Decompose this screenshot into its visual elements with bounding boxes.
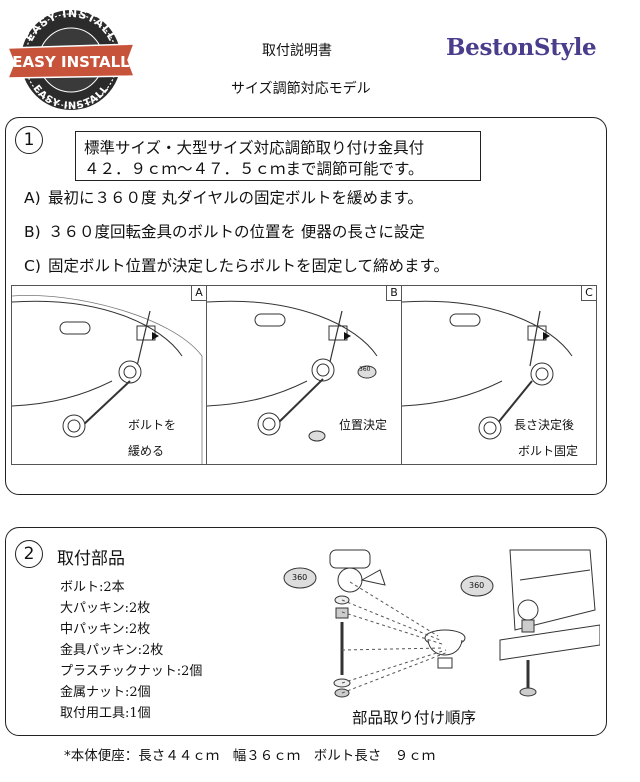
parts-list-item: 大パッキン:2枚 <box>60 601 151 616</box>
parts-list-item: プラスチックナット:2個 <box>60 664 203 679</box>
parts-list: ボルト:2本 大パッキン:2枚 中パッキン:2枚 金具パッキン:2枚 プラスチッ… <box>60 576 202 723</box>
parts-list-item: 金属ナット:2個 <box>60 685 151 700</box>
step-a-label: A) <box>24 189 41 207</box>
section-number-1: 1 <box>15 126 43 154</box>
panel-b-letter: B <box>386 286 401 301</box>
step-c-text: 固定ボルト位置が決定したらボルトを固定して締めます。 <box>48 257 449 275</box>
step-c-label: C) <box>24 257 41 275</box>
panel-a-caption-line2: 緩める <box>128 444 165 458</box>
step-b-label: B) <box>24 223 41 241</box>
adjustment-title-line2: ４２．９ｃｍ～４７．５ｃｍまで調節可能です。 <box>84 160 424 178</box>
adjustment-title-line1: 標準サイズ・大型サイズ対応調節取り付け金具付 <box>84 139 425 157</box>
parts-list-item: ボルト:2本 <box>60 580 125 595</box>
diagram-panel-a: A ボルトを 緩める <box>11 285 207 465</box>
parts-list-item: 金具パッキン:2枚 <box>60 643 164 658</box>
product-dimensions-note: *本体便座：長さ４４ｃｍ 幅３６ｃｍ ボルト長さ ９ｃｍ <box>64 748 436 764</box>
panel-b-dial-label: 360 <box>359 366 371 373</box>
adjustment-title-box: 標準サイズ・大型サイズ対応調節取り付け金具付 ４２．９ｃｍ～４７．５ｃｍまで調節… <box>75 131 481 181</box>
easy-install-badge: EASY INSTALL EASY INSTALL EASY INSTALL <box>6 7 136 112</box>
brand-logo: BestonStyle <box>446 34 597 61</box>
diagram-panel-b: 360 B 位置決定 <box>206 285 402 465</box>
assembly-dial-label-left: 360 <box>292 573 308 582</box>
panel-a-letter: A <box>191 286 206 301</box>
panel-a-caption-line1: ボルトを <box>128 418 177 432</box>
document-title: 取付説明書 <box>262 43 332 59</box>
step-b-text: ３６０度回転金具のボルトの位置を 便器の長さに設定 <box>48 223 425 241</box>
parts-title: 取付部品 <box>57 549 125 569</box>
step-c: C) 固定ボルト位置が決定したらボルトを固定して締めます。 <box>24 254 449 276</box>
panel-b-caption-line1: 位置決定 <box>339 418 388 432</box>
parts-list-item: 取付用工具:1個 <box>60 706 151 721</box>
parts-list-item: 中パッキン:2枚 <box>60 622 151 637</box>
assembly-dial-label-right: 360 <box>469 581 485 590</box>
step-a: A) 最初に３６０度 丸ダイヤルの固定ボルトを緩めます。 <box>24 186 423 208</box>
badge-ribbon-text: EASY INSTALL <box>12 53 130 71</box>
diagram-panel-c: C 長さ決定後 ボルト固定 <box>401 285 597 465</box>
section-number-2: 2 <box>15 540 43 568</box>
adjustment-section <box>5 117 607 495</box>
parts-assembly-diagram <box>283 549 600 698</box>
panel-c-caption-line2: ボルト固定 <box>518 444 579 458</box>
document-subtitle: サイズ調節対応モデル <box>231 81 371 97</box>
step-a-text: 最初に３６０度 丸ダイヤルの固定ボルトを緩めます。 <box>48 189 423 207</box>
panel-c-letter: C <box>581 286 596 301</box>
hinge-diagram-b <box>207 300 378 442</box>
parts-section <box>5 527 607 736</box>
hinge-diagram-a <box>12 294 203 464</box>
panel-c-caption-line1: 長さ決定後 <box>514 418 575 432</box>
hinge-diagram-c <box>402 300 573 440</box>
assembly-order-caption: 部品取り付け順序 <box>352 709 477 727</box>
step-b: B) ３６０度回転金具のボルトの位置を 便器の長さに設定 <box>24 220 425 242</box>
